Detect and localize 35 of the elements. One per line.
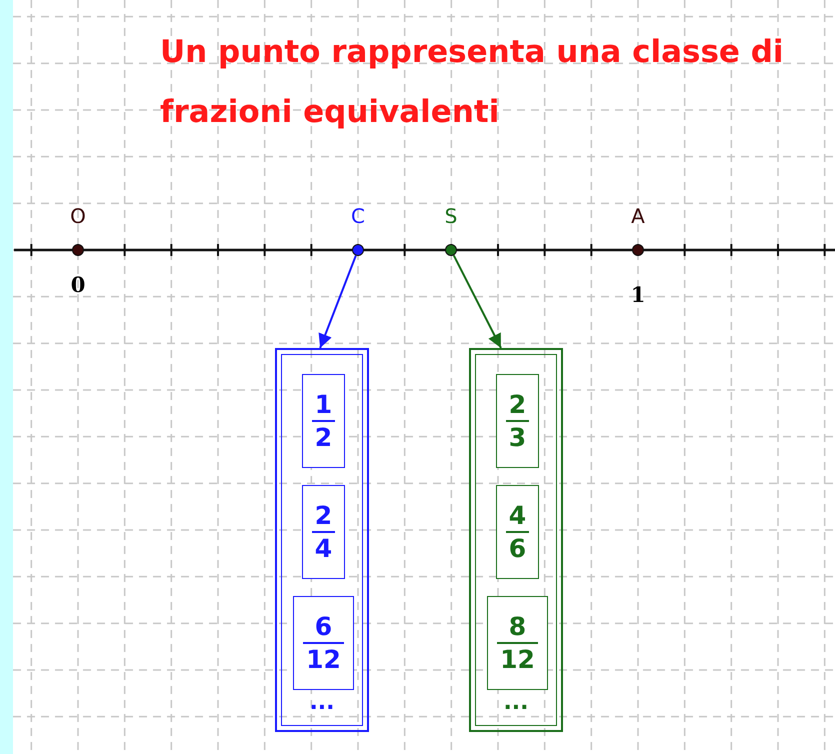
point-label: C — [350, 204, 366, 228]
denominator: 12 — [500, 644, 535, 676]
numerator: 2 — [508, 388, 526, 420]
numerator: 1 — [314, 388, 332, 420]
point-label: O — [69, 204, 87, 228]
axis-number: 1 — [630, 282, 646, 307]
fraction-box — [496, 485, 539, 579]
ellipsis: ... — [308, 690, 336, 715]
point-label: A — [630, 204, 646, 228]
fraction-box — [302, 374, 345, 468]
point-marker — [445, 244, 457, 256]
arrow — [452, 254, 502, 348]
denominator: 4 — [314, 533, 332, 564]
denominator: 3 — [508, 422, 526, 454]
arrow — [318, 255, 357, 348]
fraction-class-box — [275, 348, 369, 732]
title: Un punto rappresenta una classe di frazioni equivalenti — [160, 33, 785, 132]
numerator: 8 — [508, 610, 526, 642]
axis-number: 0 — [70, 272, 86, 297]
fraction-box — [487, 596, 548, 690]
numerator: 6 — [314, 610, 332, 642]
ellipsis: ... — [502, 690, 530, 715]
fraction-box — [496, 374, 539, 468]
point-marker — [632, 244, 644, 256]
fraction-box — [293, 596, 354, 690]
denominator: 12 — [306, 644, 341, 676]
denominator: 2 — [314, 422, 332, 454]
point-label: S — [444, 204, 458, 228]
numerator: 4 — [508, 500, 526, 531]
denominator: 6 — [508, 533, 526, 564]
fraction-box — [302, 485, 345, 579]
fraction-class-box — [469, 348, 563, 732]
point-marker — [352, 244, 364, 256]
numerator: 2 — [314, 500, 332, 531]
point-marker — [72, 244, 84, 256]
